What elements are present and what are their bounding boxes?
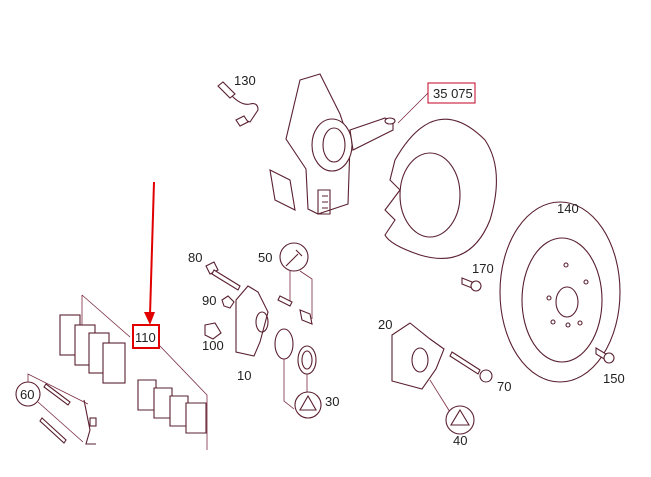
label-10: 10 [237,368,251,383]
part-130-wear-sensor[interactable] [217,81,259,127]
label-60: 60 [20,387,34,402]
part-140-brake-disc[interactable] [499,201,621,383]
part-90-bleeder[interactable] [221,295,235,309]
part-60-pin-kit[interactable] [15,373,97,445]
backing-plate[interactable] [384,118,497,259]
part-35075-knuckle[interactable] [269,73,396,215]
label-80: 80 [188,250,202,265]
part-100-cap[interactable] [204,322,222,340]
label-50: 50 [258,250,272,265]
label-150: 150 [603,371,625,386]
label-130: 130 [234,73,256,88]
wrench-icon [285,249,303,267]
label-90: 90 [202,293,216,308]
part-20-caliper[interactable] [391,322,475,435]
part-80-bolt[interactable] [205,261,241,291]
label-140: 140 [557,201,579,216]
part-170-screw[interactable] [461,277,482,292]
label-20: 20 [378,317,392,332]
part-110-brake-pads[interactable] [59,294,208,450]
part-150-screw[interactable] [595,347,615,364]
label-40: 40 [453,433,467,448]
part-70-bolt[interactable] [449,351,493,383]
label-35075: 35 075 [433,86,473,101]
part-10-caliper[interactable] [235,285,269,357]
label-30: 30 [325,394,339,409]
label-100: 100 [202,338,224,353]
label-110-highlight-box [132,324,160,349]
highlight-arrow [144,181,155,325]
part-50-repair-kit[interactable] [277,242,313,325]
label-110: 110 [135,330,156,345]
label-170: 170 [472,261,494,276]
part-30-seal-kit[interactable] [274,328,322,419]
label-70: 70 [497,379,511,394]
